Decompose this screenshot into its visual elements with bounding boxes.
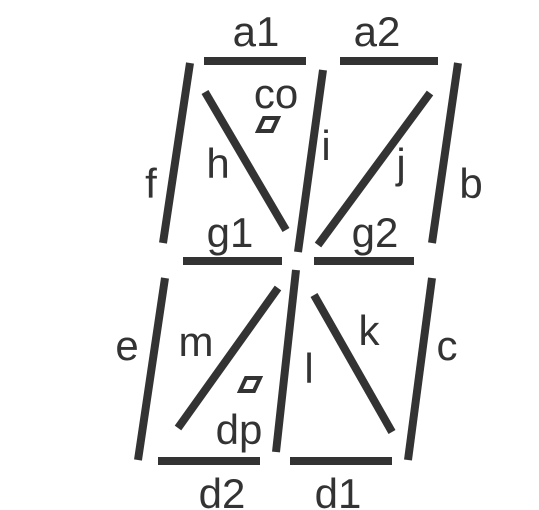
segment-j bbox=[314, 90, 434, 248]
label-k: k bbox=[359, 307, 381, 354]
label-b: b bbox=[459, 160, 482, 207]
segment-e bbox=[134, 277, 169, 461]
label-h: h bbox=[206, 140, 229, 187]
label-a1: a1 bbox=[233, 8, 280, 55]
dot-dp bbox=[236, 376, 264, 393]
label-l: l bbox=[304, 345, 313, 392]
label-a2: a2 bbox=[354, 8, 401, 55]
segment-f bbox=[159, 62, 194, 244]
segment-b bbox=[428, 62, 462, 244]
label-c: c bbox=[437, 322, 458, 369]
label-d1: d1 bbox=[315, 470, 362, 510]
dot-co bbox=[254, 116, 282, 133]
label-m: m bbox=[179, 318, 214, 365]
label-f: f bbox=[145, 160, 157, 207]
label-co: co bbox=[254, 70, 298, 117]
label-g2: g2 bbox=[352, 209, 399, 256]
segment-h bbox=[201, 89, 290, 233]
label-e: e bbox=[115, 322, 138, 369]
segment-k bbox=[310, 293, 396, 434]
label-i: i bbox=[321, 122, 330, 169]
segment-i bbox=[294, 69, 327, 253]
label-g1: g1 bbox=[207, 209, 254, 256]
label-d2: d2 bbox=[199, 470, 246, 510]
label-dp: dp bbox=[216, 406, 263, 453]
segment-c bbox=[404, 277, 436, 461]
label-j: j bbox=[394, 140, 405, 187]
segment-m bbox=[174, 285, 282, 431]
segment-l bbox=[272, 269, 300, 453]
